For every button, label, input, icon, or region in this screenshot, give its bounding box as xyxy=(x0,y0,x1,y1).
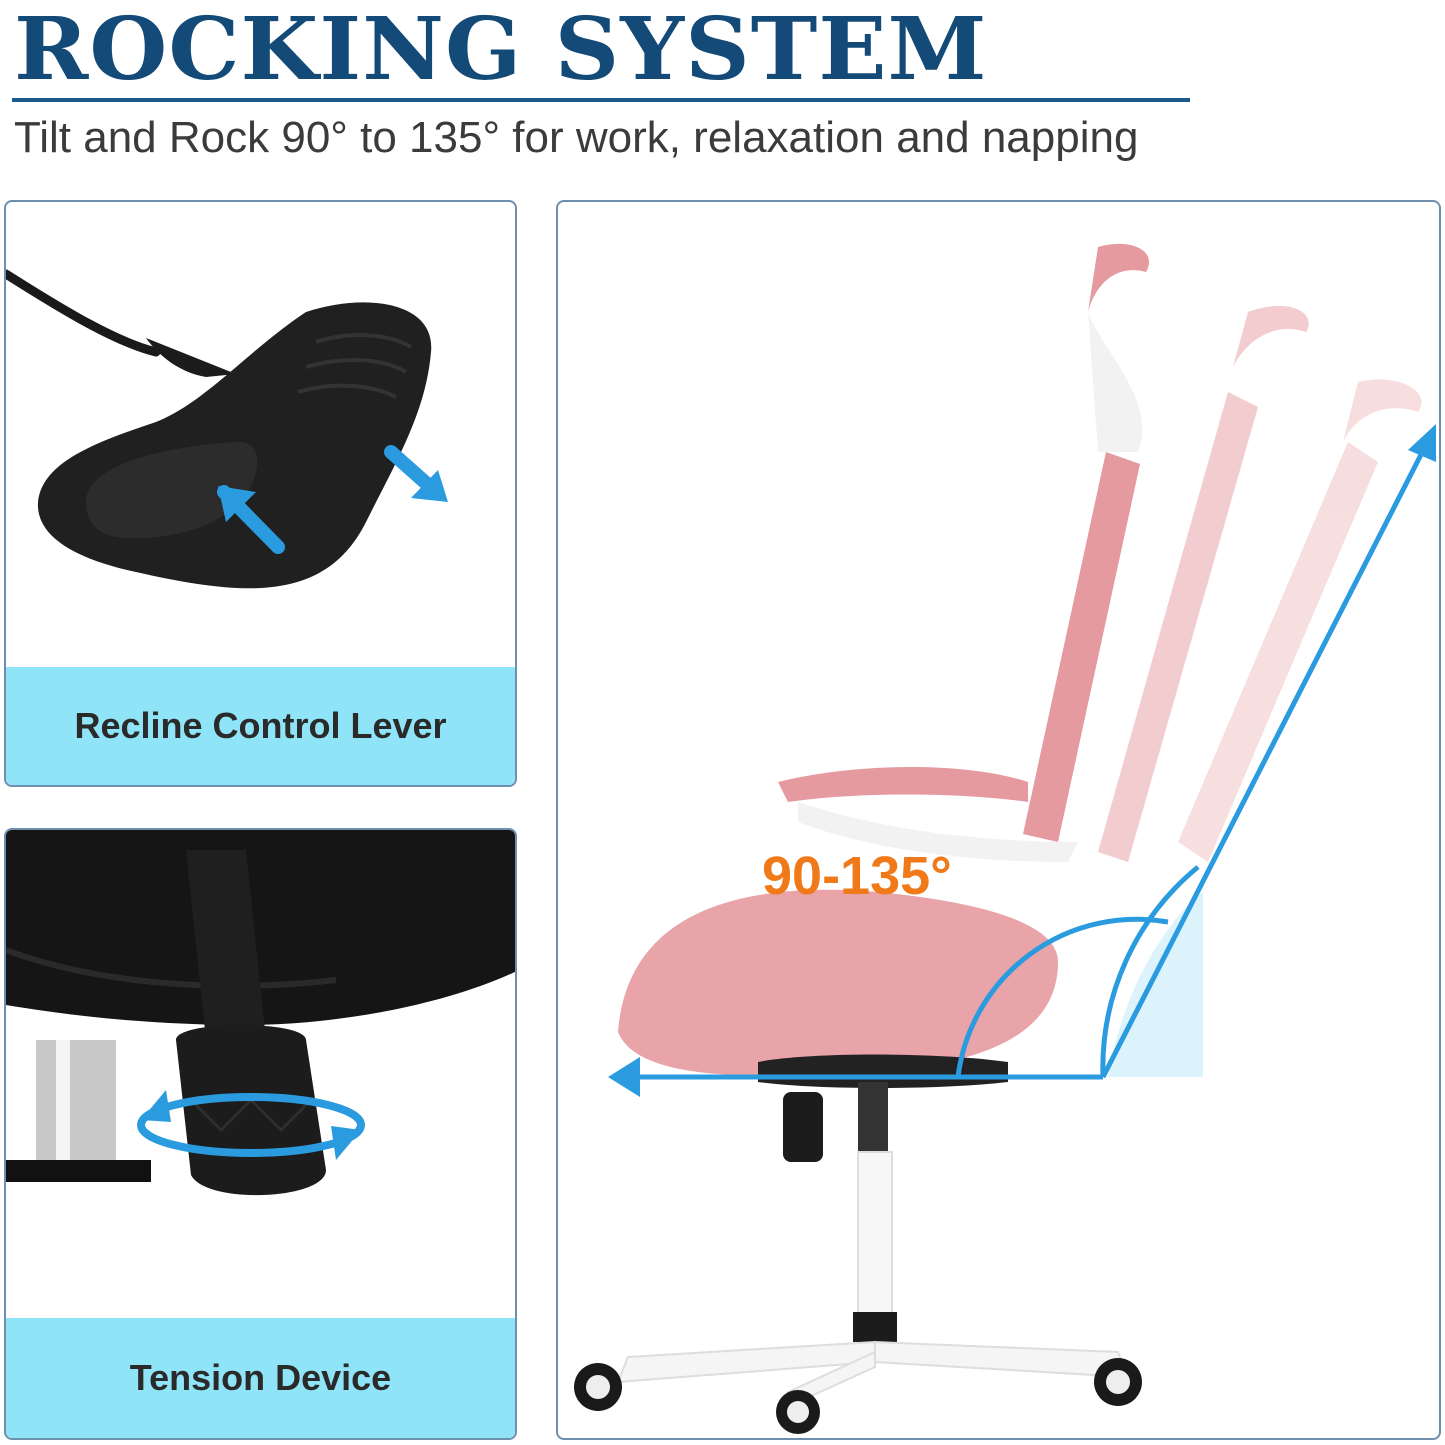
recline-lever-caption: Recline Control Lever xyxy=(6,667,515,785)
page-subtitle: Tilt and Rock 90° to 135° for work, rela… xyxy=(14,113,1139,162)
recline-lever-panel: Recline Control Lever xyxy=(4,200,517,787)
title-divider xyxy=(12,98,1190,102)
recline-angle-arrow xyxy=(1100,435,1433,1079)
angle-arc-outer xyxy=(1100,865,1200,1078)
tension-device-panel: Tension Device xyxy=(4,828,517,1440)
tension-device-caption: Tension Device xyxy=(6,1318,515,1438)
tension-device-illustration xyxy=(6,830,515,1322)
reclining-chair-illustration xyxy=(574,243,1436,1434)
angle-arc-inner xyxy=(955,916,1169,1078)
recline-lever-illustration xyxy=(6,269,448,589)
page-title: ROCKING SYSTEM xyxy=(14,0,988,100)
chair-recline-panel: 90-135° xyxy=(556,200,1441,1440)
angle-range-label: 90-135° xyxy=(762,846,952,906)
rotate-arrow-icon xyxy=(137,1093,365,1157)
